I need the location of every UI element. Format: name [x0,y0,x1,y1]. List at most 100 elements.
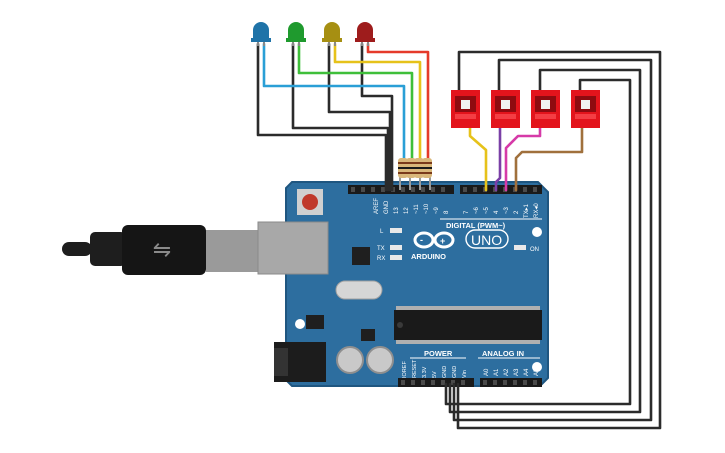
wire-signal-switch-4[interactable] [514,122,584,192]
wire-gnd-switch-4[interactable] [444,78,632,406]
wire-signal-switch-2[interactable] [494,122,502,192]
usb-plug-body [90,232,126,266]
analog-pin-labels: A0 A1 A2 A3 A4 A5 [484,368,540,376]
wire-gnd-switch-3[interactable] [448,68,642,414]
switch-1[interactable] [451,90,480,128]
led-rx-label: RX [377,256,385,262]
pin-label: A4 [524,368,530,376]
resistor-array [398,158,432,190]
power-pin-labels: IOREF RESET 3.3V 5V GND GND Vin [402,359,468,378]
wire-gnd-switch-2[interactable] [452,58,653,422]
pin-label: 8 [444,210,450,214]
pin-label: A3 [514,368,520,376]
usb-socket [257,221,329,275]
mounting-hole [532,362,542,372]
crystal-oscillator [335,280,383,300]
wire-gnd-yellow[interactable] [327,42,392,192]
wire-signal-blue[interactable] [262,42,406,162]
wire-signal-green[interactable] [297,42,414,162]
pin-label: 5V [432,371,438,378]
wire-signal-switch-1[interactable] [468,122,488,192]
model-label: UNO [471,232,502,248]
power-header-title: POWER [424,349,453,358]
resistor[interactable] [422,158,432,178]
atmega-microcontroller [394,310,542,340]
wire-signal-red[interactable] [366,42,430,162]
digital-header-title: DIGITAL (PWM~) [446,221,506,230]
resistor[interactable] [414,158,424,178]
small-chip [361,329,375,341]
led-yellow[interactable] [322,22,342,46]
wire-gnd-green[interactable] [291,42,390,192]
pin-label: A1 [494,368,500,376]
usb-cable-tail [62,242,92,256]
pin-label: Vin [462,370,468,378]
led-blue[interactable] [251,22,271,46]
wire-signal-yellow[interactable] [333,42,422,162]
pin-label: 7 [464,210,470,214]
pin-label: ~3 [504,206,510,214]
brand-label: ARDUINO [411,252,446,261]
led-l [390,228,402,233]
digital-header [348,185,542,194]
pin-label: TX▸1 [524,203,530,218]
switch-4[interactable] [571,90,600,128]
pin-label: ~9 [434,206,440,214]
switch-3[interactable] [531,90,560,128]
usb-cable[interactable]: ⇋ [62,225,264,275]
led-red[interactable] [355,22,375,46]
switch-2[interactable] [491,90,520,128]
capacitor [366,346,394,374]
led-l-label: L [380,229,384,235]
pin-label: GND [452,366,458,378]
ic-socket-top [396,306,540,310]
led-tx [390,245,402,250]
arduino-uno-board[interactable]: AREF GND 13 12 ~11 ~10 ~9 8 7 ~6 ~5 4 ~3… [257,181,549,387]
led-ground-wires [256,42,394,192]
pin-label: 12 [404,207,410,214]
wire-signal-switch-3[interactable] [504,122,542,192]
usb-controller-chip [352,247,370,265]
logo-plus: + [440,236,445,246]
led-rx [390,255,402,260]
pin-label: IOREF [402,361,408,378]
pin-label: GND [384,200,390,214]
power-header [398,378,474,387]
led-tx-label: TX [377,246,385,252]
pin-label: ~10 [424,203,430,214]
pin-label: A5 [534,368,540,376]
pin-label: 2 [514,210,520,214]
pin-label: ~5 [484,206,490,214]
pin-label: ~11 [414,204,420,214]
dc-power-jack-front [274,348,288,376]
pin-label: 13 [394,207,400,214]
mounting-hole [295,319,305,329]
logo-minus: - [420,235,423,245]
switch-ground-wires [444,50,662,430]
chip-notch [397,322,403,328]
resistor[interactable] [398,158,408,178]
usb-symbol-icon: ⇋ [153,237,171,262]
analog-header [480,378,542,387]
led-green[interactable] [286,22,306,46]
reset-button[interactable] [302,194,318,210]
digital-pin-labels: AREF GND 13 12 ~11 ~10 ~9 8 7 ~6 ~5 4 ~3… [374,198,540,218]
capacitor [336,346,364,374]
ic-socket-bottom [396,340,540,344]
wire-gnd-red[interactable] [360,42,394,192]
usb-plug-connector [206,230,264,272]
arduino-logo-icon [413,231,455,249]
led-on [514,245,526,250]
pin-label: RESET [412,359,418,378]
led-on-label: ON [530,247,539,253]
analog-header-title: ANALOG IN [482,349,524,358]
mounting-hole [532,227,542,237]
pin-label: 3.3V [422,366,428,378]
wire-gnd-blue[interactable] [256,42,388,192]
usb-plug-head [122,225,206,275]
resistor[interactable] [406,158,416,178]
pin-label: 4 [494,210,500,214]
pin-label: RX◂0 [534,203,540,218]
pin-label: ~6 [474,206,480,214]
